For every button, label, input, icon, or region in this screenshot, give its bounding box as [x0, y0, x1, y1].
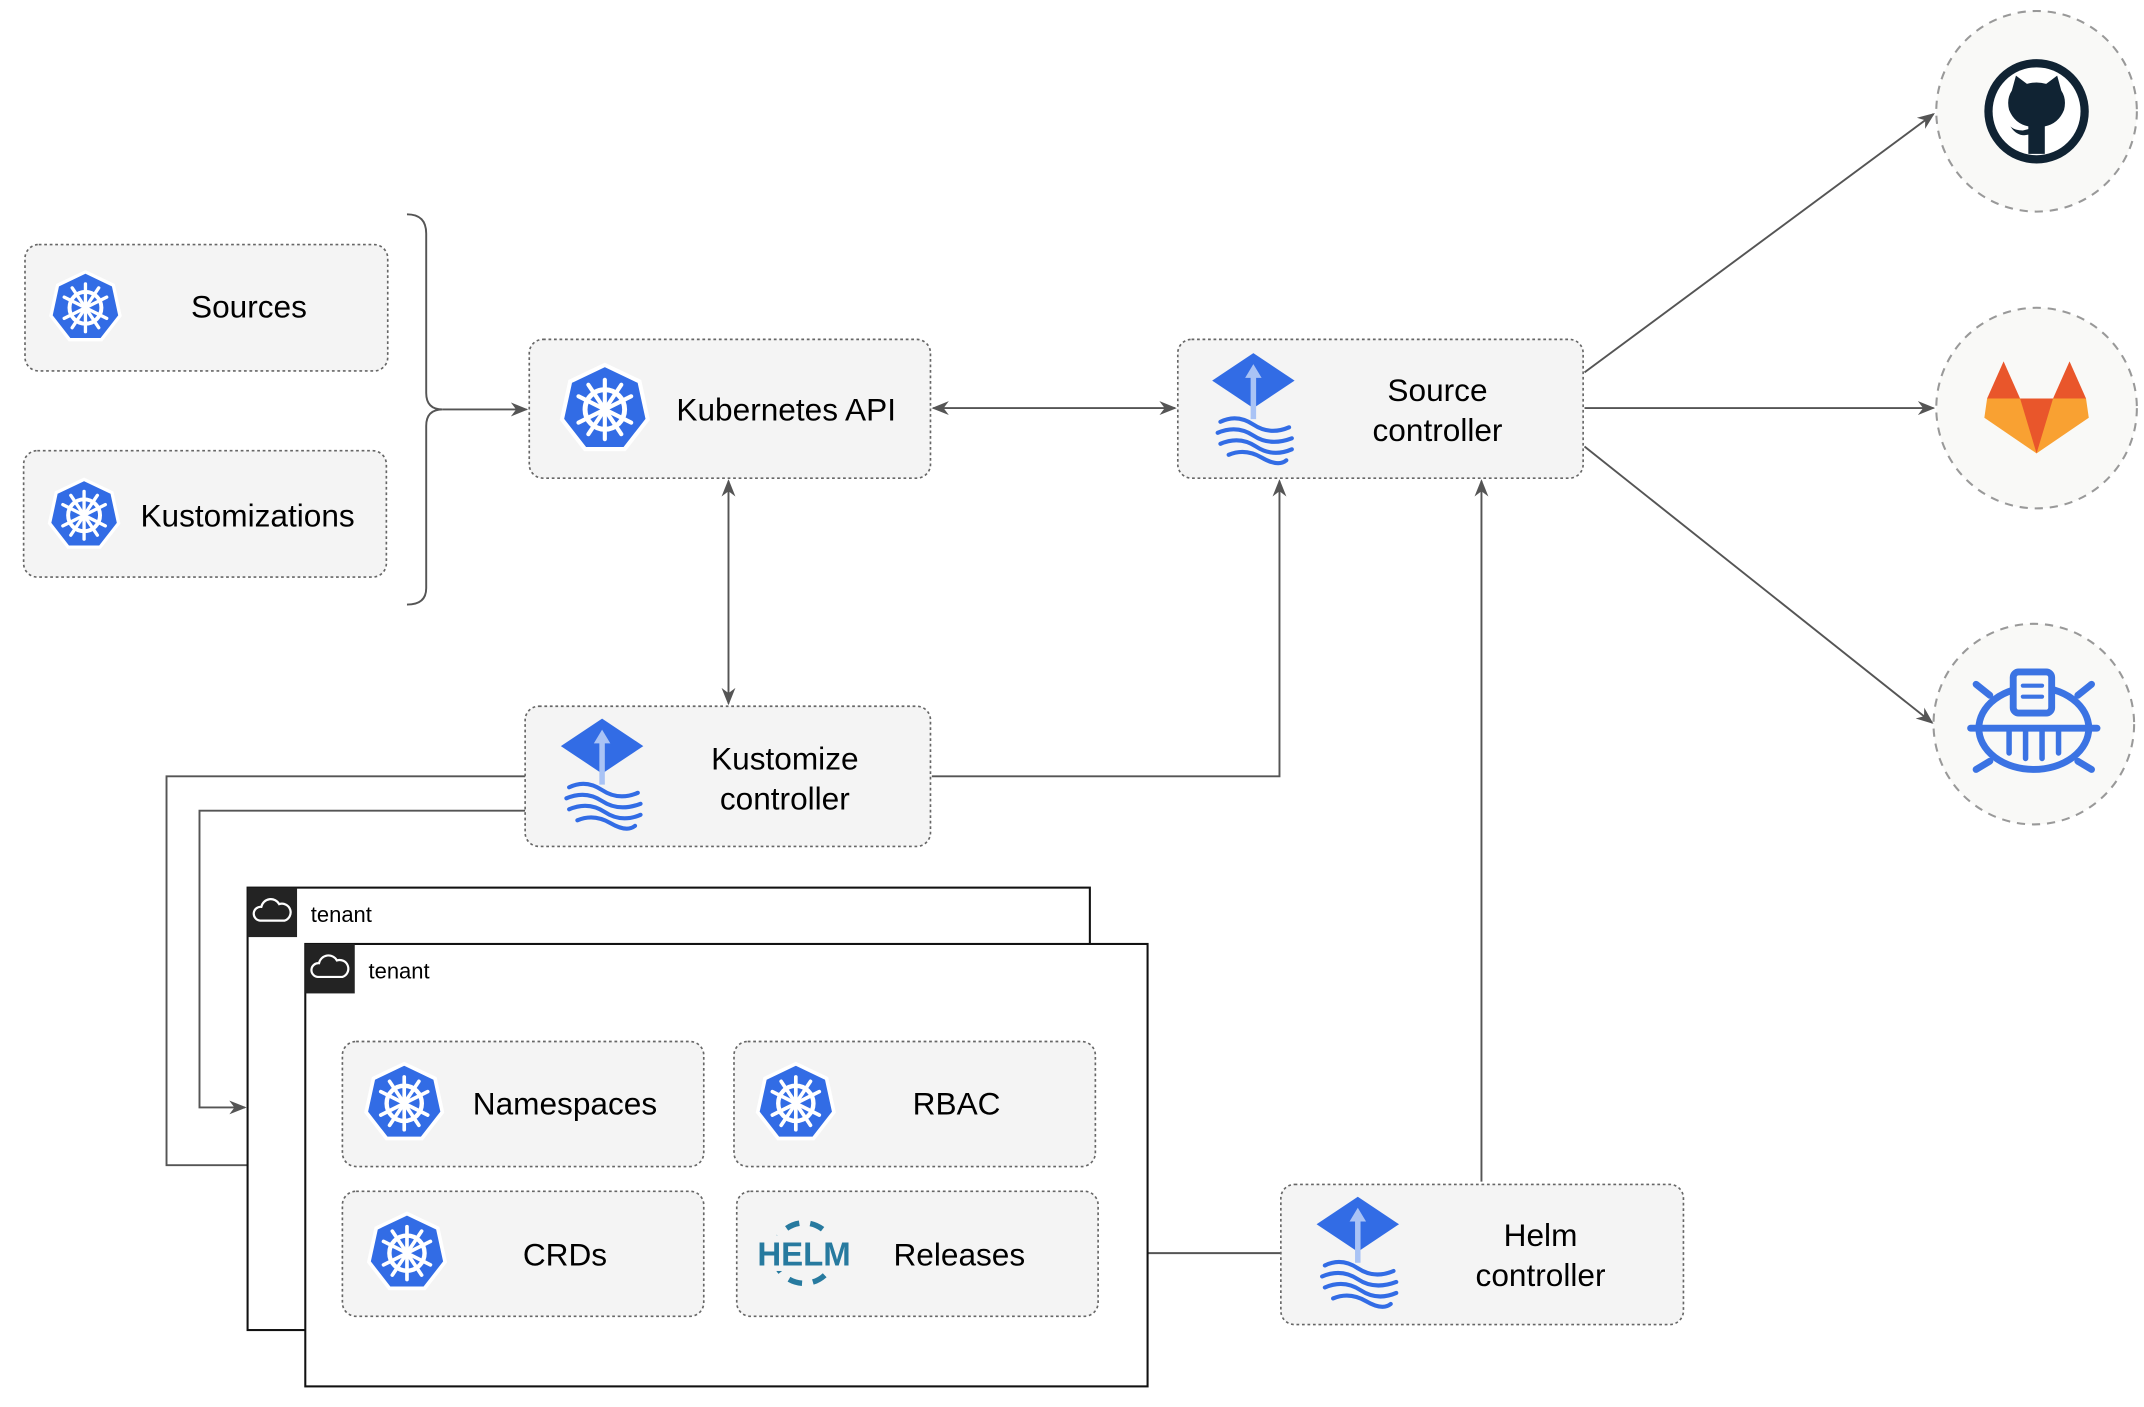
helm-logo-text: HELM — [757, 1235, 850, 1272]
source-controller-label-line1: Source — [1387, 372, 1487, 408]
helm-controller-label-line2: controller — [1476, 1257, 1606, 1293]
edge-kustomize-to-tenant-front — [165, 775, 526, 1173]
edge-source-to-github — [1583, 113, 1935, 374]
kubernetes-icon — [48, 269, 122, 342]
kustomizations-label: Kustomizations — [140, 497, 354, 533]
crds-node[interactable]: CRDs — [341, 1190, 705, 1318]
rbac-node[interactable]: RBAC — [733, 1040, 1097, 1168]
kustomize-controller-node[interactable]: Kustomize controller — [524, 705, 932, 848]
tenant-label: tenant — [311, 902, 372, 927]
kubernetes-api-node[interactable]: Kubernetes API — [528, 338, 932, 479]
namespaces-label: Namespaces — [473, 1085, 657, 1121]
helm-icon: HELM — [755, 1220, 853, 1287]
namespaces-node[interactable]: Namespaces — [341, 1040, 705, 1168]
helm-controller-node[interactable]: Helm controller — [1280, 1183, 1685, 1326]
edge-kustomize-to-source-controller — [931, 479, 1287, 778]
gitlab-icon — [1984, 361, 2089, 454]
releases-label: Releases — [893, 1236, 1025, 1272]
github-icon — [1984, 59, 2089, 164]
helm-controller-label-line1: Helm — [1504, 1217, 1578, 1253]
source-controller-label-line2: controller — [1373, 412, 1503, 448]
edge-source-to-bucket — [1583, 445, 1934, 724]
kustomize-controller-label-line1: Kustomize — [711, 740, 858, 776]
crds-label: CRDs — [523, 1236, 607, 1272]
bucket-node[interactable] — [1932, 622, 2136, 826]
sources-node[interactable]: Sources — [24, 243, 389, 372]
kubernetes-api-label: Kubernetes API — [676, 391, 896, 427]
rbac-label: RBAC — [913, 1085, 1001, 1121]
kubernetes-icon — [47, 477, 121, 550]
sources-label: Sources — [191, 288, 307, 324]
kubernetes-icon — [758, 1064, 834, 1139]
grouping-brace — [406, 213, 443, 606]
github-node[interactable] — [1935, 9, 2138, 213]
gitlab-node[interactable] — [1935, 306, 2138, 510]
tenant-header-badge — [305, 943, 355, 994]
tenant-label: tenant — [369, 958, 430, 983]
edge-kustomize-to-tenant-back — [198, 809, 526, 1115]
kustomize-controller-label-line2: controller — [720, 780, 850, 816]
source-controller-node[interactable]: Source controller — [1176, 338, 1584, 479]
kubernetes-icon — [369, 1214, 445, 1289]
tenant-header-badge — [247, 887, 298, 938]
kubernetes-icon — [562, 365, 648, 449]
bucket-icon — [1967, 668, 2101, 773]
kubernetes-icon — [366, 1064, 442, 1139]
kustomizations-node[interactable]: Kustomizations — [22, 449, 388, 578]
releases-node[interactable]: HELM Releases — [735, 1190, 1099, 1318]
